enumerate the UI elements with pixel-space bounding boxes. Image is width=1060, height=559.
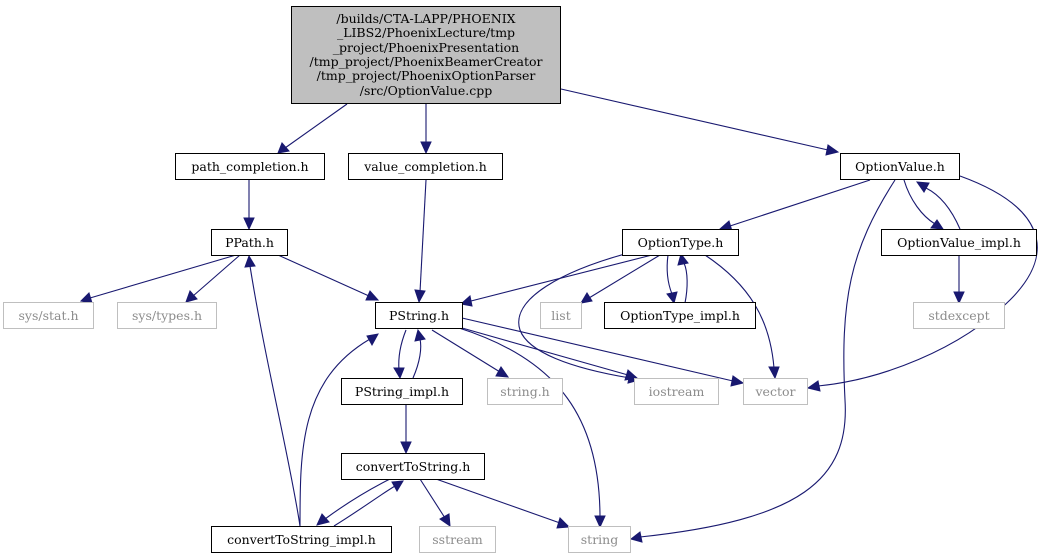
node-vector[interactable]: vector <box>743 378 808 405</box>
root-line: _LIBS2/PhoenixLecture/tmp <box>336 25 516 41</box>
node-converttostring-impl[interactable]: convertToString_impl.h <box>211 526 392 553</box>
edge-optiontype-iostream <box>518 249 641 379</box>
edge-optiontype-list <box>588 254 661 299</box>
node-pstring[interactable]: PString.h <box>375 302 463 329</box>
edge-converttostring-sstream <box>419 478 446 519</box>
edge-arrowhead <box>580 292 593 304</box>
edge-arrowhead <box>391 480 404 492</box>
root-line: _project/PhoenixPresentation <box>332 39 520 55</box>
edge-arrowhead <box>243 217 255 231</box>
edge-arrowhead <box>365 290 380 301</box>
node-optionvalue[interactable]: OptionValue.h <box>840 153 960 180</box>
edge-optionvalueimpl-optionvalue <box>925 187 961 230</box>
edge-arrowhead <box>400 441 412 455</box>
edge-optiontype-optiontypeimpl <box>666 254 673 295</box>
edge-arrowhead <box>806 380 821 392</box>
edge-ppath-sysstat <box>89 254 237 299</box>
edge-arrowhead <box>393 367 405 380</box>
node-optiontype-impl[interactable]: OptionType_impl.h <box>604 302 756 329</box>
edge-arrowhead <box>277 142 290 154</box>
edge-pstring-string <box>458 327 601 519</box>
root-line: /tmp_project/PhoenixBeamerCreator <box>309 54 543 69</box>
root-line: /src/OptionValue.cpp <box>359 82 493 98</box>
edge-arrowhead <box>414 289 426 304</box>
edge-arrowhead <box>556 517 571 529</box>
node-optionvalue-impl[interactable]: OptionValue_impl.h <box>881 229 1037 256</box>
root-line: /builds/CTA-LAPP/PHOENIX <box>336 11 516 27</box>
edge-arrowhead <box>495 366 510 378</box>
edge-arrowhead <box>953 291 965 305</box>
node-optiontype[interactable]: OptionType.h <box>622 229 739 256</box>
node-iostream[interactable]: iostream <box>634 378 719 405</box>
edge-arrowhead <box>594 515 606 529</box>
edge-arrowhead <box>677 252 689 266</box>
edge-arrowhead <box>316 513 330 526</box>
node-pstring-impl[interactable]: PString_impl.h <box>341 378 463 405</box>
root-line: /tmp_project/PhoenixOptionParser <box>316 68 536 84</box>
edge-converttostringimpl-converttostring <box>333 485 396 527</box>
edge-root-optionvalue <box>560 88 829 151</box>
edge-arrowhead <box>666 291 678 305</box>
edge-arrowhead <box>459 295 473 307</box>
edge-arrowhead <box>624 369 639 381</box>
node-sstream[interactable]: sstream <box>419 526 496 553</box>
edge-arrowhead <box>825 144 840 156</box>
edge-arrowhead <box>414 328 426 342</box>
edge-optionvalue-string <box>639 179 896 538</box>
node-ppath[interactable]: PPath.h <box>211 229 288 256</box>
node-stdexcept[interactable]: stdexcept <box>913 302 1005 329</box>
edge-arrowhead <box>244 254 256 268</box>
edge-arrowhead <box>915 181 930 193</box>
node-list[interactable]: list <box>540 302 582 329</box>
node-string-h[interactable]: string.h <box>487 378 563 405</box>
edge-converttostring-string <box>435 478 561 524</box>
edge-arrowhead <box>730 375 745 387</box>
node-converttostring[interactable]: convertToString.h <box>341 453 485 480</box>
edge-arrowhead <box>420 141 432 155</box>
node-path-completion[interactable]: path_completion.h <box>175 153 325 180</box>
node-sys-types[interactable]: sys/types.h <box>117 302 217 329</box>
edge-arrowhead <box>439 513 451 528</box>
edge-ppath-pstring <box>277 254 370 297</box>
edge-pstring-stringh <box>431 329 501 373</box>
edge-pstringimpl-pstring <box>412 338 422 379</box>
edge-converttostring-converttostringimpl <box>324 478 391 520</box>
edge-arrowhead <box>366 333 379 347</box>
node-root-optionvalue-cpp[interactable]: /builds/CTA-LAPP/PHOENIX _LIBS2/PhoenixL… <box>291 6 561 104</box>
edge-optiontypeimpl-optiontype <box>683 262 688 304</box>
edge-converttostringimpl-pstring <box>299 338 371 527</box>
edge-optionvalue-vector <box>817 175 1038 387</box>
edge-arrowhead <box>629 531 643 543</box>
edge-converttostringimpl-ppath <box>249 265 301 527</box>
node-string[interactable]: string <box>568 526 631 553</box>
edge-arrowhead <box>930 219 944 230</box>
edge-optionvalue-optiontype <box>729 179 871 227</box>
edge-pstring-vector <box>461 317 734 382</box>
edge-arrowhead <box>768 366 780 380</box>
node-sys-stat[interactable]: sys/stat.h <box>3 302 94 329</box>
edge-pstring-pstringimpl <box>398 329 407 371</box>
edge-arrowhead <box>185 290 198 303</box>
edge-optionvalue-optionvalueimpl <box>903 179 936 225</box>
node-value-completion[interactable]: value_completion.h <box>348 153 503 180</box>
edge-ppath-systypes <box>192 254 241 297</box>
edge-pstring-iostream <box>454 325 629 376</box>
edge-root-path-completion <box>284 103 348 149</box>
edge-valuecompletion-pstring <box>419 179 427 293</box>
